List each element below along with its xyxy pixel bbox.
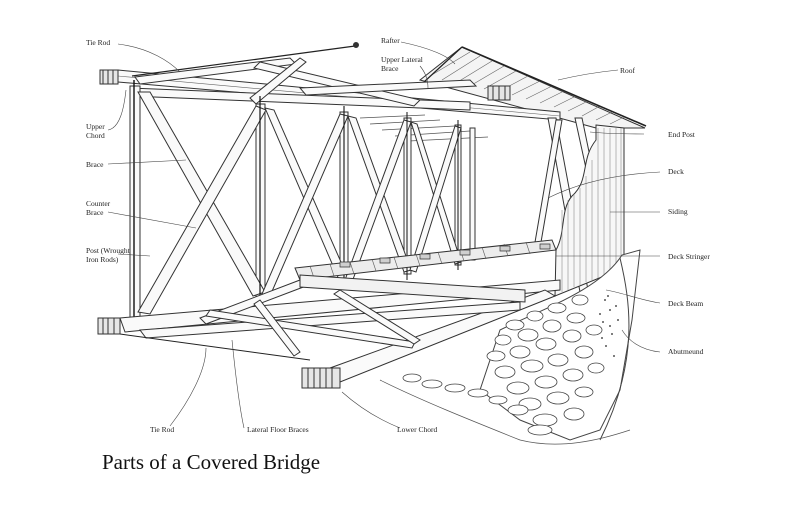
label-deck-beam: Deck Beam [668, 299, 704, 308]
label-lower-chord: Lower Chord [397, 425, 438, 434]
label-end-post: End Post [668, 130, 695, 139]
floor-system [98, 275, 560, 388]
label-siding: Siding [668, 207, 688, 216]
label-deck-stringer: Deck Stringer [668, 252, 710, 261]
diagram-title: Parts of a Covered Bridge [102, 450, 321, 474]
label-upper-lateral-brace: Upper Lateral Brace [381, 55, 423, 73]
label-rafter: Rafter [381, 36, 400, 45]
label-post: Post (Wrought Iron Rods) [86, 246, 130, 264]
label-deck: Deck [668, 167, 684, 176]
leader-lines [108, 42, 660, 428]
label-lateral-floor-braces: Lateral Floor Braces [247, 425, 309, 434]
label-upper-chord: Upper Chord [86, 122, 105, 140]
abutment [380, 250, 640, 444]
label-roof: Roof [620, 66, 635, 75]
label-tie-rod-top: Tie Rod [86, 38, 111, 47]
rafters [360, 115, 488, 141]
label-tie-rod-bottom: Tie Rod [150, 425, 175, 434]
label-counter-brace: Counter Brace [86, 199, 111, 217]
truss-braces [130, 80, 461, 328]
label-abutment: Abutmeund [668, 347, 704, 356]
label-brace: Brace [86, 160, 104, 169]
deck [295, 240, 556, 280]
upper-lateral-braces [132, 42, 476, 107]
